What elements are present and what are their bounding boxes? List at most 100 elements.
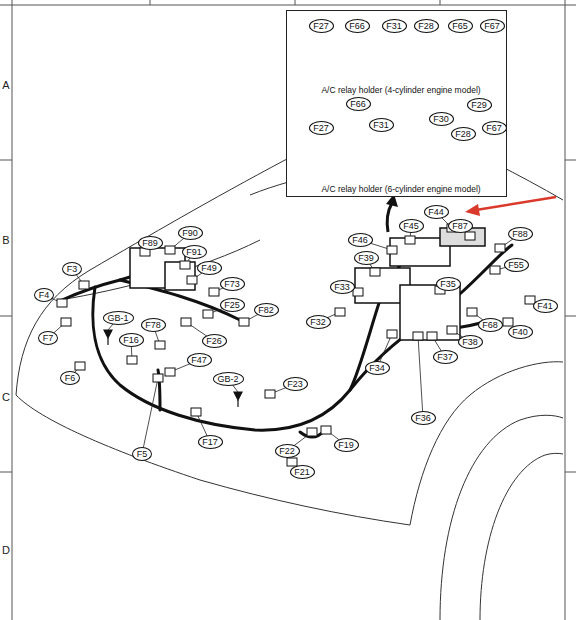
connector-part <box>387 330 397 338</box>
callout-number: F22 <box>279 447 295 456</box>
connector-part <box>57 299 67 307</box>
callout-number: F38 <box>462 338 478 347</box>
callout-oval: F66 <box>346 97 371 111</box>
callout-oval: F90 <box>178 226 203 240</box>
callout-oval: F45 <box>399 219 424 233</box>
callout-number: F49 <box>201 264 217 273</box>
callout-oval: GB-1 <box>103 311 134 325</box>
grid-letter: B <box>2 235 9 246</box>
callout-number: F37 <box>437 353 453 362</box>
callout-number: F16 <box>123 336 139 345</box>
callout-number: F31 <box>373 121 389 130</box>
callout-oval: F23 <box>283 377 308 391</box>
grid-letter: D <box>2 545 10 556</box>
callout-oval: F25 <box>220 298 245 312</box>
pointer-arrow <box>386 194 556 232</box>
callout-oval: F31 <box>369 118 394 132</box>
callout-oval: F26 <box>202 334 227 348</box>
callout-oval: F16 <box>119 333 144 347</box>
callout-number: F35 <box>440 280 456 289</box>
callout-oval: F35 <box>436 277 461 291</box>
callout-number: F66 <box>350 100 366 109</box>
callout-number: F82 <box>258 306 274 315</box>
grid-letter: C <box>2 392 10 403</box>
callout-oval: F36 <box>411 411 436 425</box>
car-body <box>16 132 563 620</box>
callout-oval: F39 <box>354 251 379 265</box>
connector-part <box>187 276 197 284</box>
callout-oval: F73 <box>220 277 245 291</box>
connector-part <box>181 318 191 326</box>
callout-oval: F78 <box>141 318 166 332</box>
callout-oval: F27 <box>309 19 334 33</box>
callout-number: F21 <box>294 468 310 477</box>
connector-part <box>203 310 213 318</box>
callout-number: F5 <box>137 450 148 459</box>
callout-oval: F17 <box>198 435 223 449</box>
callout-oval: F4 <box>34 288 54 302</box>
connector-part <box>180 261 190 269</box>
connector-part <box>490 266 500 274</box>
connector-part <box>503 318 513 326</box>
connector-part <box>427 332 437 340</box>
callout-number: F31 <box>386 22 402 31</box>
callout-number: F46 <box>352 236 368 245</box>
connector-part <box>353 288 363 296</box>
callout-oval: F49 <box>197 261 222 275</box>
callout-number: F32 <box>310 318 326 327</box>
callout-oval: F30 <box>429 112 454 126</box>
callout-number: F27 <box>313 22 329 31</box>
callout-number: F44 <box>428 208 444 217</box>
connector-part <box>61 318 71 326</box>
callout-number: GB-1 <box>107 314 128 323</box>
callout-oval: F67 <box>482 121 507 135</box>
callout-oval: F6 <box>60 371 80 385</box>
callout-oval: F27 <box>309 121 334 135</box>
callout-oval: F87 <box>448 219 473 233</box>
callout-number: F33 <box>334 283 350 292</box>
callout-oval: F28 <box>451 127 476 141</box>
connector-part <box>191 408 201 416</box>
callout-oval: F33 <box>330 280 355 294</box>
callout-number: F27 <box>313 124 329 133</box>
callout-oval: F21 <box>290 465 315 479</box>
callout-number: F19 <box>338 441 354 450</box>
callout-oval: F28 <box>414 19 439 33</box>
caption-text: A/C relay holder (4-cylinder engine mode… <box>320 86 481 95</box>
callout-oval: F19 <box>334 438 359 452</box>
callout-number: F41 <box>537 302 553 311</box>
connector-part <box>467 308 477 316</box>
callout-number: F29 <box>471 101 487 110</box>
connector-part <box>413 332 423 340</box>
callout-oval: F66 <box>345 19 370 33</box>
callout-number: F28 <box>455 130 471 139</box>
callout-number: F6 <box>65 374 76 383</box>
callout-number: F73 <box>224 280 240 289</box>
ground-symbols <box>104 330 242 407</box>
connector-part <box>465 232 475 240</box>
callout-number: F23 <box>287 380 303 389</box>
connector-part <box>387 246 397 254</box>
callout-number: F25 <box>224 301 240 310</box>
callout-oval: F40 <box>508 325 533 339</box>
connector-part <box>265 390 275 398</box>
callout-number: F78 <box>145 321 161 330</box>
connector-part <box>495 244 505 252</box>
callout-number: F89 <box>142 239 158 248</box>
connector-part <box>165 246 175 254</box>
connector-part <box>153 374 163 382</box>
callout-oval: F34 <box>365 361 390 375</box>
connector-part <box>239 318 249 326</box>
callout-number: F36 <box>415 414 431 423</box>
callout-number: F88 <box>512 230 528 239</box>
callout-oval: F5 <box>132 447 152 461</box>
callout-oval: F46 <box>348 233 373 247</box>
callout-oval: F68 <box>478 318 503 332</box>
callout-number: GB-2 <box>217 375 238 384</box>
callout-oval: F37 <box>433 350 458 364</box>
callout-number: F4 <box>39 291 50 300</box>
connector-part <box>335 308 345 316</box>
grid-letter: A <box>2 80 9 91</box>
connector-part <box>155 341 165 349</box>
callout-number: F68 <box>482 321 498 330</box>
